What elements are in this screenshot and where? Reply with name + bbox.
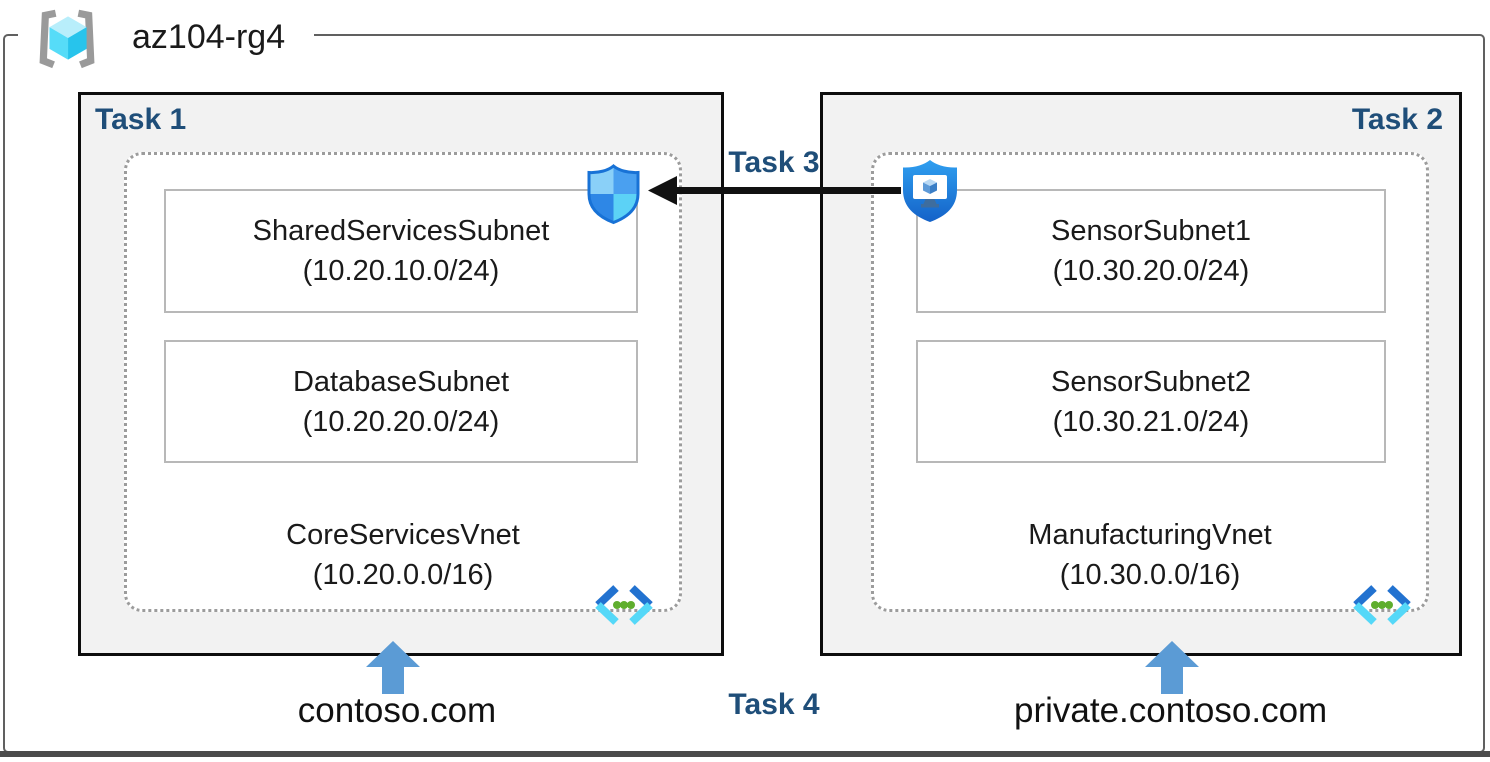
subnet-cidr: (10.30.21.0/24) [1052, 405, 1250, 438]
task1-box: Task 1 SharedServicesSubnet (10.20.10.0/… [78, 92, 724, 656]
vnet-cidr: (10.20.0.0/16) [312, 559, 494, 591]
dns-zone-label-private-contoso: private.contoso.com [1014, 691, 1328, 730]
bottom-border-bar [0, 751, 1490, 757]
up-arrow-icon [366, 641, 420, 694]
shared-services-subnet-box: SharedServicesSubnet (10.20.10.0/24) [164, 189, 638, 313]
virtual-network-icon [595, 585, 653, 625]
up-arrow-icon [1145, 641, 1199, 694]
sensor-subnet1-box: SensorSubnet1 (10.30.20.0/24) [916, 189, 1386, 313]
sensor-subnet2-box: SensorSubnet2 (10.30.21.0/24) [916, 340, 1386, 463]
subnet-name: SensorSubnet2 [1051, 365, 1251, 398]
task3-label: Task 3 [728, 146, 820, 179]
nsg-shield-icon [587, 164, 640, 225]
vnet-cidr: (10.30.0.0/16) [1059, 559, 1241, 591]
subnet-cidr: (10.20.20.0/24) [302, 405, 500, 438]
task1-label: Task 1 [95, 103, 187, 136]
task4-label: Task 4 [728, 688, 820, 721]
database-subnet-box: DatabaseSubnet (10.20.20.0/24) [164, 340, 638, 463]
subnet-cidr: (10.20.10.0/24) [302, 255, 500, 287]
core-services-vnet-caption: CoreServicesVnet (10.20.0.0/16) [124, 515, 682, 595]
task2-box: Task 2 SensorSubnet1 (10.30.20.0/24) Sen… [820, 92, 1462, 656]
subnet-name: DatabaseSubnet [292, 365, 510, 398]
dns-zone-label-contoso: contoso.com [297, 691, 497, 730]
left-arrow-icon [648, 176, 901, 205]
virtual-network-icon [1353, 585, 1411, 625]
asg-shield-icon [903, 160, 957, 222]
resource-group-icon [39, 9, 95, 69]
resource-group-name: az104-rg4 [132, 18, 286, 56]
subnet-cidr: (10.30.20.0/24) [1052, 255, 1250, 287]
manufacturing-vnet-caption: ManufacturingVnet (10.30.0.0/16) [871, 515, 1429, 595]
vnet-name: ManufacturingVnet [1028, 519, 1272, 551]
task2-label: Task 2 [1351, 103, 1443, 136]
vnet-name: CoreServicesVnet [286, 519, 520, 551]
subnet-name: SensorSubnet1 [1051, 215, 1251, 247]
subnet-name: SharedServicesSubnet [252, 215, 550, 247]
